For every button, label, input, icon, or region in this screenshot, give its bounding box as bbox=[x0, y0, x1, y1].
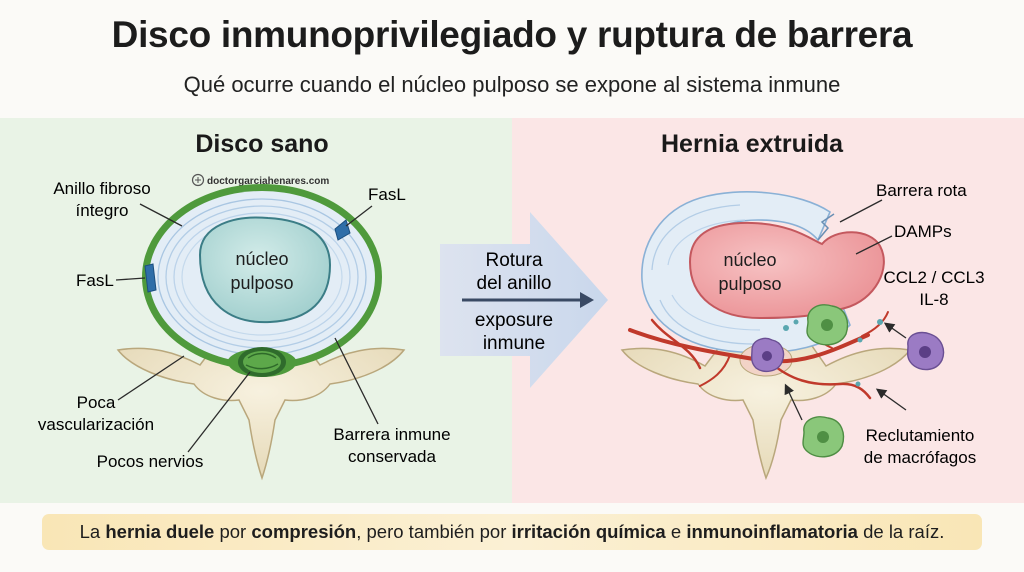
cytokine-dots bbox=[783, 319, 883, 387]
immune-cell-purple-1 bbox=[750, 337, 785, 373]
damps-pointer bbox=[855, 235, 893, 255]
vascularization-label-1: Poca bbox=[77, 393, 116, 412]
footer-text-3: , pero también por bbox=[356, 521, 512, 542]
healthy-vertebra-posterior bbox=[116, 344, 406, 481]
vascularization-label-2: vascularización bbox=[38, 415, 154, 434]
page-subtitle: Qué ocurre cuando el núcleo pulposo se e… bbox=[183, 72, 841, 97]
right-heading: Hernia extruida bbox=[661, 130, 844, 158]
footer-text-4: e bbox=[665, 521, 687, 542]
footer-summary: La hernia duele por compresión , pero ta… bbox=[42, 514, 982, 550]
barrier-pointer bbox=[334, 337, 379, 425]
transition-arrow bbox=[440, 212, 608, 388]
herniated-nucleus-label-2: pulposo bbox=[718, 274, 781, 294]
macrophage-cell-1 bbox=[806, 304, 849, 346]
fasl-right-label: FasL bbox=[368, 185, 406, 204]
transition-label-4: inmune bbox=[483, 333, 545, 354]
transition-label-2: del anillo bbox=[477, 273, 552, 294]
transition-label-1: Rotura bbox=[485, 250, 542, 271]
recruitment-label-1: Reclutamiento bbox=[866, 426, 975, 445]
recruit-pointer-2 bbox=[784, 383, 803, 421]
healthy-disc bbox=[142, 184, 382, 377]
macrophage-cell-2 bbox=[802, 416, 845, 458]
left-heading: Disco sano bbox=[195, 130, 328, 158]
footer-text-5: de la raíz. bbox=[857, 521, 945, 542]
healthy-nucleus-label-2: pulposo bbox=[230, 273, 293, 293]
fasl-left-pointer bbox=[115, 277, 146, 281]
fasl-marker-left bbox=[144, 263, 157, 293]
cytokine-pointer bbox=[883, 322, 907, 339]
footer-text-2: por bbox=[214, 521, 252, 542]
herniated-vertebra-posterior bbox=[620, 345, 912, 481]
footer-bold-1: hernia duele bbox=[105, 521, 215, 542]
nerves-pointer bbox=[187, 371, 251, 453]
annulus-label-2: íntegro bbox=[76, 201, 129, 220]
watermark-text: doctorgarciahenares.com bbox=[207, 176, 329, 187]
fasl-left-label: FasL bbox=[76, 271, 114, 290]
watermark-logo: doctorgarciahenares.com bbox=[191, 173, 329, 187]
herniated-nucleus bbox=[688, 221, 885, 320]
barrier-label-2: conservada bbox=[348, 447, 436, 466]
recruitment-label-2: de macrófagos bbox=[864, 448, 976, 467]
immune-cell-purple-2 bbox=[906, 331, 945, 371]
vascularization-pointer bbox=[117, 355, 185, 401]
footer-bold-2: compresión bbox=[251, 521, 357, 542]
broken-barrier-label: Barrera rota bbox=[876, 181, 967, 200]
cytokines-label-2: IL-8 bbox=[919, 290, 948, 309]
barrier-label-1: Barrera inmune bbox=[333, 425, 450, 444]
footer-text-1: La bbox=[79, 521, 106, 542]
broken-barrier-pointer bbox=[839, 199, 883, 223]
transition-label-3: exposure bbox=[475, 310, 553, 331]
healthy-nucleus-label-1: núcleo bbox=[235, 249, 288, 269]
annulus-pointer bbox=[139, 203, 183, 227]
footer-bold-3: irritación química bbox=[511, 521, 666, 542]
annulus-label-1: Anillo fibroso bbox=[53, 179, 150, 198]
page-title: Disco inmunoprivilegiado y ruptura de ba… bbox=[111, 14, 913, 55]
healthy-nucleus bbox=[198, 216, 332, 324]
herniated-nucleus-label-1: núcleo bbox=[723, 250, 776, 270]
damps-label: DAMPs bbox=[894, 222, 952, 241]
fasl-right-pointer bbox=[345, 205, 373, 227]
footer-bold-4: inmunoinflamatoria bbox=[686, 521, 858, 542]
recruit-pointer-1 bbox=[875, 388, 907, 411]
cytokines-label-1: CCL2 / CCL3 bbox=[883, 268, 984, 287]
nerves-label: Pocos nervios bbox=[97, 452, 204, 471]
